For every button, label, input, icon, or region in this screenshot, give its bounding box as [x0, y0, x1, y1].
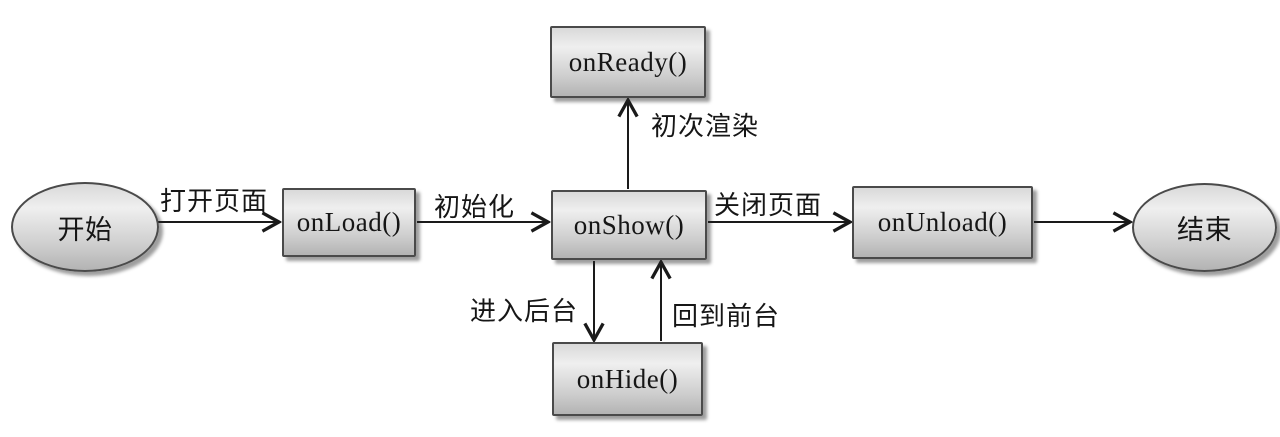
node-onload: onLoad(): [282, 188, 416, 257]
node-onload-label: onLoad(): [296, 207, 402, 237]
node-onhide-label: onHide(): [576, 363, 679, 394]
edge-label-open-page: 打开页面: [160, 187, 269, 216]
edge-label-enter-background: 进入后台: [470, 297, 579, 326]
node-end-label: 结束: [1177, 215, 1232, 245]
node-onunload-label: onUnload(): [877, 207, 1008, 237]
edge-label-back-foreground: 回到前台: [672, 302, 781, 331]
node-onready: onReady(): [550, 26, 706, 98]
node-onhide: onHide(): [552, 342, 703, 416]
node-onshow-label: onShow(): [573, 209, 685, 240]
node-onshow: onShow(): [551, 190, 707, 260]
edge-label-init: 初始化: [434, 193, 516, 222]
node-onunload: onUnload(): [852, 186, 1033, 259]
node-end: 结束: [1132, 183, 1277, 272]
node-start: 开始: [11, 182, 159, 272]
node-onready-label: onReady(): [568, 46, 688, 77]
edge-label-close-page: 关闭页面: [714, 191, 823, 220]
edge-label-first-render: 初次渲染: [651, 112, 760, 141]
node-start-label: 开始: [57, 214, 113, 245]
